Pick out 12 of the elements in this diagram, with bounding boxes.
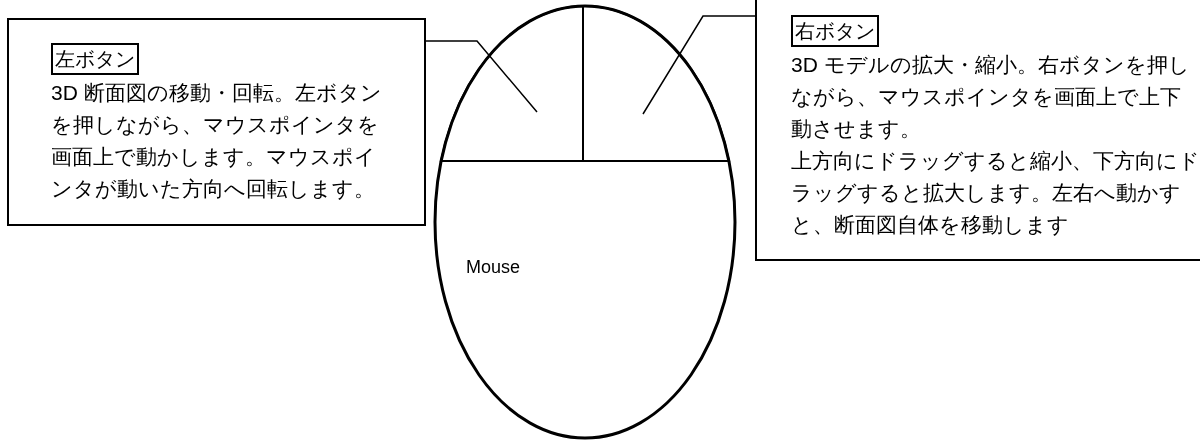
- leader-line: [425, 40, 538, 113]
- leader-line: [642, 15, 756, 115]
- callout-heading: 右ボタン: [791, 15, 879, 47]
- callout-text: 3D 断面図の移動・回転。左ボタンを押しながら、マウスポインタを画面上で動かします。マウスポインタが動いた方向へ回転します。: [51, 80, 383, 202]
- callout-box: [755, 0, 1200, 261]
- callout-heading: 左ボタン: [51, 43, 139, 75]
- callout-box: [7, 18, 426, 226]
- mouse-button-region: [582, 5, 730, 162]
- mouse-label: Mouse: [466, 256, 521, 278]
- mouse-button-region: [440, 5, 584, 162]
- callout-text: 3D モデルの拡大・縮小。右ボタンを押しながら、マウスポインタを画面上で上下動させます。: [791, 52, 1191, 142]
- callout-text: 上方向にドラッグすると縮小、下方向にドラッグすると拡大します。左右へ動かすと、断面図自体を移動します: [791, 148, 1200, 238]
